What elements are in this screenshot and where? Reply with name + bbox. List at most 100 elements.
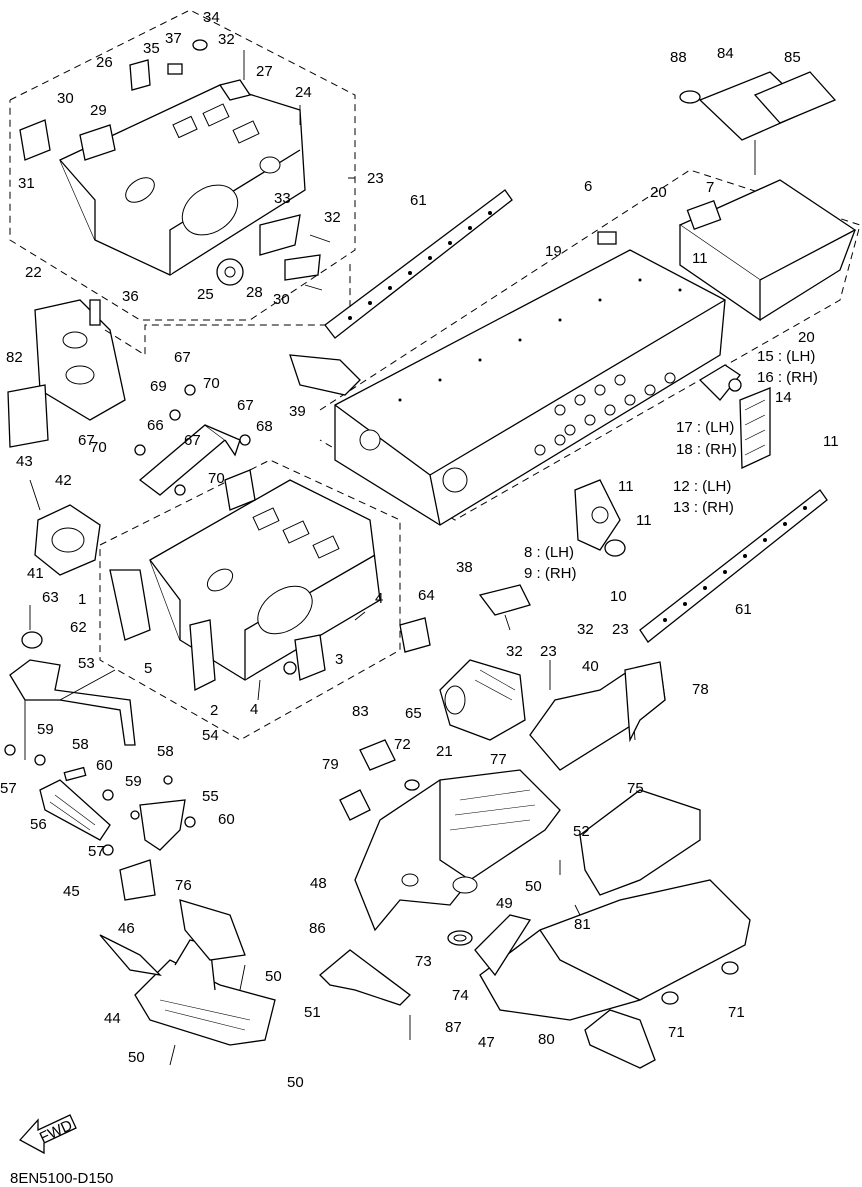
part-panel-80[interactable]	[584, 1009, 656, 1069]
part-number-label: 50	[525, 878, 542, 895]
part-number-label: 50	[265, 968, 282, 985]
fwd-arrow-icon: FWD	[18, 1114, 77, 1155]
part-number-label: 30	[57, 90, 74, 107]
part-number-label: 71	[728, 1004, 745, 1021]
part-skid-plate-44[interactable]	[99, 899, 276, 1066]
part-number-label: 61	[410, 192, 427, 209]
part-bracket-55[interactable]	[119, 775, 196, 901]
part-number-label: 11	[692, 250, 708, 267]
fasteners-lower	[409, 660, 581, 1040]
part-number-label: 11	[618, 478, 634, 495]
part-duct-21[interactable]	[439, 659, 526, 741]
part-number-label: 1	[78, 591, 86, 608]
part-rail-61-upper[interactable]	[324, 189, 513, 339]
part-number-label: 3	[335, 651, 343, 668]
part-number-label: 23	[367, 170, 384, 187]
part-number-label: 2	[210, 702, 218, 719]
part-number-label: 13 : (RH)	[673, 499, 734, 516]
part-number-label: 27	[256, 63, 273, 80]
part-number-label: 41	[27, 565, 44, 582]
part-number-label: 32	[577, 621, 594, 638]
part-number-label: 68	[256, 418, 273, 435]
part-number-label: 17 : (LH)	[676, 419, 734, 436]
part-number-label: 58	[157, 743, 174, 760]
part-number-label: 56	[30, 816, 47, 833]
part-number-label: 12 : (LH)	[673, 478, 731, 495]
part-number-label: 35	[143, 40, 160, 57]
part-number-label: 77	[490, 751, 507, 768]
part-bumper-53[interactable]	[9, 605, 136, 760]
part-number-label: 85	[784, 49, 801, 66]
part-grommet-72[interactable]	[404, 779, 420, 791]
part-number-label: 32	[218, 31, 235, 48]
part-number-label: 43	[16, 453, 33, 470]
part-number-label: 20	[798, 329, 815, 346]
part-bracket-15-16[interactable]	[698, 364, 742, 401]
part-bracket-39[interactable]	[289, 354, 361, 396]
part-number-label: 79	[322, 756, 339, 773]
part-panel-86[interactable]	[319, 949, 411, 1006]
part-panel-74[interactable]	[474, 914, 532, 977]
part-number-label: 45	[63, 883, 80, 900]
part-bracket-79[interactable]	[339, 789, 371, 821]
part-number-label: 57	[0, 780, 17, 797]
part-ski-bracket-56[interactable]	[4, 744, 114, 856]
part-number-label: 75	[627, 780, 644, 797]
part-number-label: 51	[304, 1004, 321, 1021]
part-upper-front-frame[interactable]	[19, 39, 331, 291]
part-plate-12-13[interactable]	[739, 387, 771, 470]
part-number-label: 8 : (LH)	[524, 544, 574, 561]
part-number-label: 28	[246, 284, 263, 301]
part-panel-75[interactable]	[579, 789, 701, 896]
part-number-label: 11	[823, 433, 839, 450]
part-number-label: 55	[202, 788, 219, 805]
part-number-label: 76	[175, 877, 192, 894]
part-number-label: 83	[352, 703, 369, 720]
diagram-code: 8EN5100-D150	[10, 1170, 113, 1187]
part-number-label: 78	[692, 681, 709, 698]
part-pads-84-85-88[interactable]	[679, 71, 837, 175]
part-number-label: 20	[650, 184, 667, 201]
part-number-label: 37	[165, 30, 182, 47]
part-number-label: 63	[42, 589, 59, 606]
part-plate-8-9[interactable]	[574, 479, 626, 557]
part-main-front-frame[interactable]	[99, 459, 401, 741]
part-number-label: 34	[203, 9, 220, 26]
part-number-label: 88	[670, 49, 687, 66]
part-number-label: 15 : (LH)	[757, 348, 815, 365]
part-number-label: 66	[147, 417, 164, 434]
part-number-label: 52	[573, 823, 590, 840]
part-panel-78[interactable]	[624, 661, 666, 743]
part-number-label: 67	[184, 432, 201, 449]
part-tunnel-6[interactable]	[334, 231, 726, 526]
part-number-label: 24	[295, 84, 312, 101]
part-number-label: 65	[405, 705, 422, 722]
part-number-label: 38	[456, 559, 473, 576]
part-plate-64[interactable]	[399, 617, 431, 653]
part-number-label: 60	[96, 757, 113, 774]
part-number-label: 21	[436, 743, 453, 760]
part-panel-48[interactable]	[354, 769, 561, 932]
part-number-label: 44	[104, 1010, 121, 1027]
part-number-label: 50	[287, 1074, 304, 1091]
part-number-label: 36	[122, 288, 139, 305]
part-number-label: 84	[717, 45, 734, 62]
part-grommet-73[interactable]	[447, 930, 473, 946]
part-number-label: 33	[274, 190, 291, 207]
group-23-box	[9, 9, 356, 321]
part-bracket-38[interactable]	[478, 584, 531, 631]
part-rear-frame-7[interactable]	[678, 179, 857, 322]
part-number-label: 70	[208, 470, 225, 487]
part-number-label: 87	[445, 1019, 462, 1036]
part-rail-61-lower[interactable]	[639, 489, 828, 643]
part-flange-41-42[interactable]	[29, 479, 101, 576]
part-number-label: 42	[55, 472, 72, 489]
part-number-label: 69	[150, 378, 167, 395]
part-number-label: 67	[174, 349, 191, 366]
part-side-plate-22[interactable]	[7, 260, 351, 448]
part-number-label: 53	[78, 655, 95, 672]
part-pad-83[interactable]	[359, 739, 396, 771]
part-panel-47[interactable]	[479, 879, 751, 1021]
part-number-label: 59	[37, 721, 54, 738]
part-bracket-66[interactable]	[134, 384, 251, 496]
